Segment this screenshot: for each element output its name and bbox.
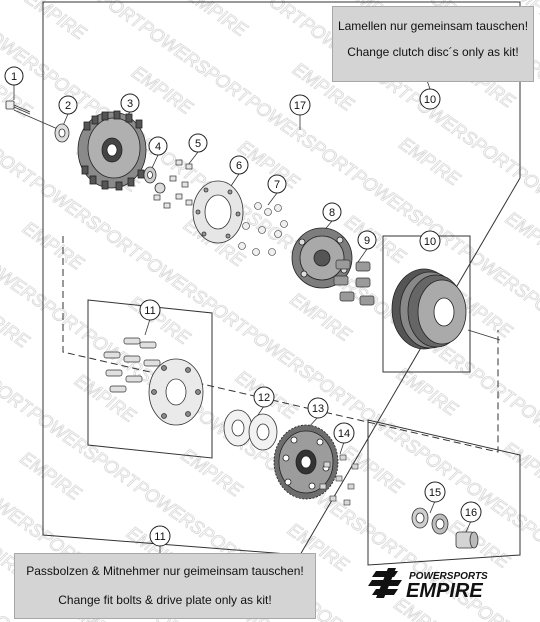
svg-text:3: 3 [127,98,133,110]
assembly-frame [42,1,521,556]
dashed-boundary [62,236,499,453]
part-8-spring-plate [291,227,353,289]
svg-text:2: 2 [65,100,71,112]
svg-text:10: 10 [424,236,436,248]
part-10-clutch-discs [391,268,467,350]
callout-11-bottom: 11 [149,525,171,547]
svg-text:14: 14 [338,428,350,440]
part-15-bushings [411,507,449,535]
svg-text:17: 17 [294,100,306,112]
note-top-english: Change clutch disc´s only as kit! [347,45,519,59]
callout-17: 17 [289,94,311,116]
svg-text:11: 11 [144,305,155,317]
part-6-plate [192,180,244,244]
callout-13: 13 [307,397,329,419]
logo-emblem-icon [368,568,402,598]
svg-text:6: 6 [236,160,242,172]
callout-14: 14 [333,422,355,444]
callout-10-top: 10 [419,88,441,110]
part-5-bolts [153,159,193,209]
svg-text:1: 1 [11,71,17,83]
note-clutch-discs: Lamellen nur gemeinsam tauschen! Change … [332,6,534,82]
leader-disc-pack [467,329,501,341]
frame-right-lower [367,419,521,566]
callout-9: 9 [357,230,377,250]
note-top-german: Lamellen nur gemeinsam tauschen! [337,19,529,33]
svg-text:11: 11 [154,531,165,543]
callout-10: 10 [419,230,441,252]
part-14-bolts [319,454,359,506]
part-11-drive-plate [148,358,204,426]
callout-8: 8 [322,202,342,222]
svg-text:10: 10 [424,94,436,106]
callout-4: 4 [148,136,168,156]
part-3-clutch-hub [77,110,147,191]
frame-part-11 [87,299,213,459]
note-bottom-english: Change fit bolts & drive plate only as k… [58,593,272,607]
callout-3: 3 [120,93,140,113]
svg-text:EMPIRE: EMPIRE [406,580,483,602]
callout-11: 11 [139,299,161,321]
frame-part-10 [382,235,471,373]
part-9-springs [333,259,375,306]
part-16-sleeve [455,531,479,549]
callout-1: 1 [4,66,24,86]
part-7-balls [238,202,288,256]
callout-12: 12 [253,386,275,408]
part-13-clutch-basket [273,424,339,500]
part-4-washer [143,166,166,194]
callout-5: 5 [188,133,208,153]
note-fit-bolts: Passbolzen & Mitnehmer nur geimeinsam ta… [14,553,316,619]
svg-text:8: 8 [329,207,335,219]
svg-text:16: 16 [465,507,477,519]
svg-text:13: 13 [312,403,324,415]
svg-text:POWERSPORTS: POWERSPORTS [409,571,488,582]
part-12-washers [223,409,278,451]
callout-6: 6 [229,155,249,175]
svg-text:7: 7 [274,179,280,191]
callout-2: 2 [58,95,78,115]
svg-text:12: 12 [258,392,270,404]
callout-7: 7 [267,174,287,194]
part-11-fit-bolts [103,337,161,393]
part-1-bolt [5,100,31,115]
powersports-empire-logo: POWERSPORTS EMPIRE [368,568,488,602]
svg-text:4: 4 [155,141,161,153]
svg-text:9: 9 [364,235,370,247]
svg-text:5: 5 [195,138,201,150]
svg-text:15: 15 [429,487,441,499]
callout-15: 15 [424,481,446,503]
callout-16: 16 [460,501,482,523]
part-2-washer [54,123,70,143]
note-bottom-german: Passbolzen & Mitnehmer nur geimeinsam ta… [26,564,304,578]
